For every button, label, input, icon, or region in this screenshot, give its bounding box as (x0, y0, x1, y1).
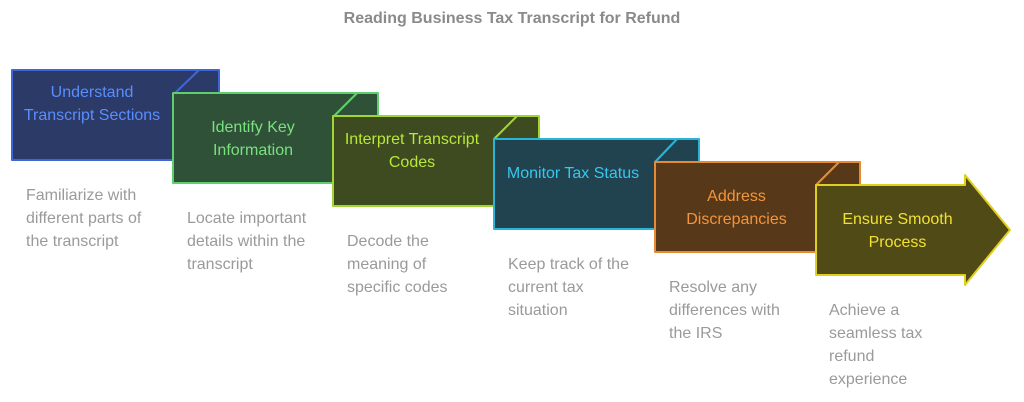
step-6-arrow (815, 174, 1011, 286)
step-1-description: Familiarize with different parts of the … (26, 187, 142, 250)
step-2-description: Locate important details within the tran… (187, 210, 307, 273)
step-4-description: Keep track of the current tax situation (508, 256, 629, 319)
diagram-title: Reading Business Tax Transcript for Refu… (343, 10, 681, 27)
step-3-label: Interpret Transcript Codes (344, 131, 480, 171)
step-5-label: Address Discrepancies (686, 188, 787, 228)
step-3-shape (332, 115, 540, 207)
step-5-description: Resolve any differences with the IRS (669, 279, 780, 342)
step-6-label: Ensure Smooth Process (842, 211, 953, 251)
step-6-shape (815, 174, 1011, 286)
step-3-description: Decode the meaning of specific codes (347, 233, 448, 296)
step-4-label: Monitor Tax Status (506, 165, 640, 182)
step-2-label: Identify Key Information (211, 119, 295, 159)
step-6-description: Achieve a seamless tax refund experience (829, 302, 923, 388)
step-1-label: Understand Transcript Sections (23, 84, 161, 124)
